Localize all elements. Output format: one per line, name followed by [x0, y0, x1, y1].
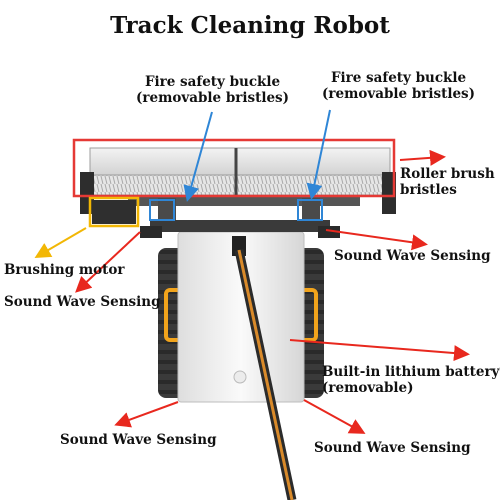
- sound-wave-bottom-right-arrow: [303, 399, 366, 434]
- label-brushing-motor: Brushing motor: [4, 262, 125, 278]
- label-roller-brush: Roller brush bristles: [400, 166, 495, 198]
- brushing-motor-shape: [92, 200, 136, 224]
- sound-wave-left-arrow: [75, 231, 141, 293]
- label-fire-safety-left: Fire safety buckle (removable bristles): [136, 74, 290, 106]
- battery-arrow: [289, 339, 470, 362]
- label-sound-wave-left: Sound Wave Sensing: [4, 294, 161, 310]
- fire-safety-right-arrow: [306, 109, 331, 200]
- label-fire-safety-right: Fire safety buckle (removable bristles): [322, 70, 476, 102]
- label-sound-wave-bottom-left: Sound Wave Sensing: [60, 432, 217, 448]
- roller-brush-arrow: [399, 149, 446, 166]
- label-battery: Built-in lithium battery*2 (removable): [322, 364, 500, 396]
- robot-body: [177, 231, 305, 403]
- roller-brush-assembly: [80, 147, 396, 238]
- label-sound-wave-bottom-right: Sound Wave Sensing: [314, 440, 471, 456]
- diagram-title: Track Cleaning Robot: [110, 12, 390, 39]
- roller-brush-highlight: [72, 138, 396, 198]
- right-buckle-highlight: [297, 199, 323, 221]
- fire-safety-left-arrow: [183, 111, 213, 202]
- label-sound-wave-right-top: Sound Wave Sensing: [334, 248, 491, 264]
- sound-wave-right-top-arrow: [325, 229, 428, 251]
- sound-wave-bottom-left-arrow: [114, 401, 179, 428]
- handle-pole: [232, 236, 297, 500]
- left-buckle-highlight: [149, 199, 175, 221]
- brushing-motor-arrow: [34, 227, 87, 259]
- motor-highlight: [88, 196, 140, 228]
